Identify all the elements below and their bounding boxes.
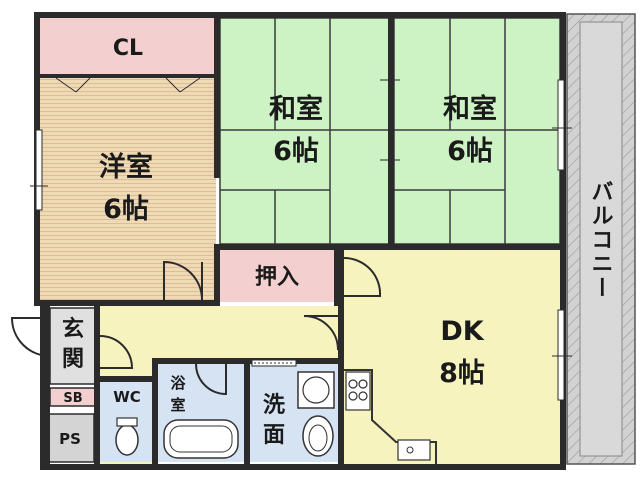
dk-label: DK — [440, 316, 484, 347]
western-room-size: 6帖 — [103, 194, 149, 225]
western-room-label: 洋室 — [99, 151, 153, 183]
balcony-label: バルコニー — [588, 180, 613, 300]
entrance-label-1: 玄 — [62, 316, 84, 342]
japanese-room-1-size: 6帖 — [273, 136, 319, 167]
closet-label: CL — [113, 36, 143, 61]
toilet-room — [100, 382, 154, 462]
balcony — [566, 13, 636, 465]
washroom — [248, 364, 340, 462]
toilet-label: WC — [113, 388, 141, 406]
oshiire-closet — [220, 250, 334, 302]
washroom-label-2: 面 — [263, 423, 285, 448]
bathroom-label-2: 室 — [170, 396, 185, 414]
kitchen-counter — [344, 369, 437, 464]
japanese-room-1-label: 和室 — [269, 93, 323, 125]
japanese-room-2-size: 6帖 — [447, 136, 493, 167]
pipe-space — [45, 413, 95, 463]
washroom-label-1: 洗 — [263, 393, 285, 418]
bathroom-label-1: 浴 — [170, 374, 186, 392]
walls — [34, 12, 566, 470]
oshiire-label: 押入 — [255, 264, 299, 290]
dining-kitchen — [344, 250, 560, 464]
dk-size: 8帖 — [439, 358, 485, 389]
japanese-room-2-label: 和室 — [443, 93, 497, 125]
shoe-box-label: SB — [63, 391, 82, 406]
pipe-space-label: PS — [59, 430, 81, 448]
japanese-room-1 — [219, 17, 391, 245]
closet-room — [40, 18, 216, 76]
doors — [10, 77, 382, 396]
japanese-room-2 — [393, 17, 561, 245]
windows — [30, 79, 572, 401]
western-room — [40, 76, 216, 302]
entrance-label-2: 関 — [62, 347, 84, 372]
